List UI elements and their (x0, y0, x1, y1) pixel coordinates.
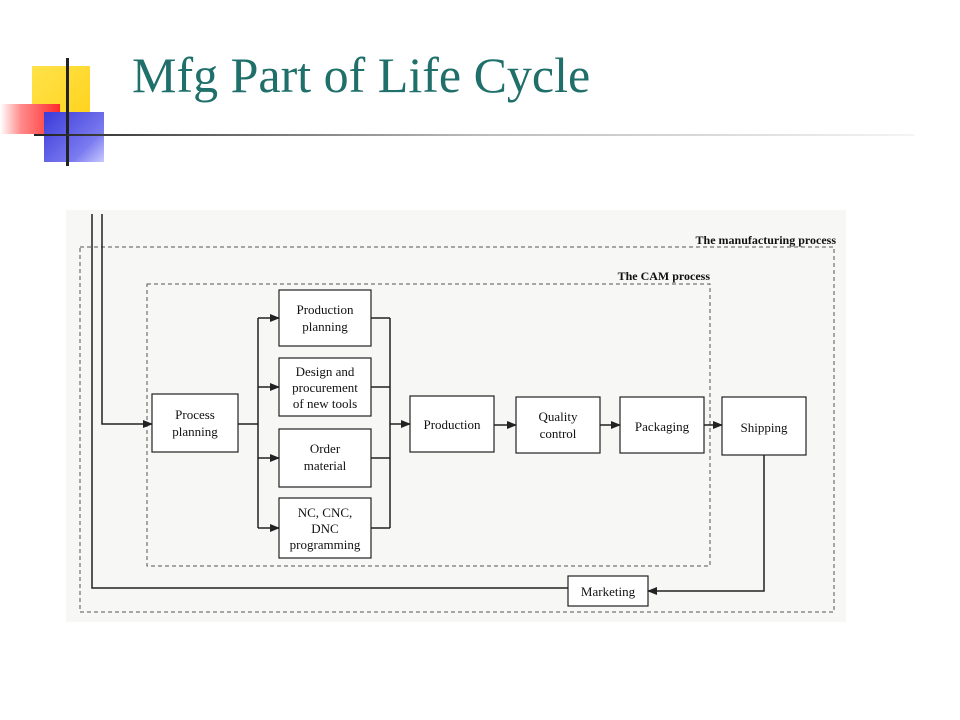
box-marketing: Marketing (567, 575, 649, 607)
manufacturing-process-label: The manufacturing process (696, 233, 837, 247)
box-nc-programming-line3: programming (290, 537, 361, 552)
box-quality-control: Quality control (515, 396, 601, 454)
box-production-label: Production (423, 417, 481, 432)
box-quality-control-line2: control (540, 426, 577, 441)
box-design-procurement-line3: of new tools (293, 396, 357, 411)
input-line-process-planning (101, 214, 153, 428)
box-packaging-label: Packaging (635, 419, 690, 434)
box-production-planning-line1: Production (296, 302, 354, 317)
box-process-planning-line2: planning (172, 424, 218, 439)
box-design-procurement-line1: Design and (296, 364, 355, 379)
box-process-planning: Process planning (151, 393, 239, 453)
box-quality-control-line1: Quality (539, 409, 578, 424)
box-nc-programming: NC, CNC, DNC programming (278, 497, 372, 559)
box-production: Production (409, 395, 495, 453)
decor-vertical-line (66, 58, 69, 166)
box-design-procurement-line2: procurement (292, 380, 358, 395)
box-shipping-label: Shipping (741, 420, 788, 435)
slide-title: Mfg Part of Life Cycle (132, 47, 591, 103)
box-order-material-line1: Order (310, 441, 341, 456)
box-order-material: Order material (278, 428, 372, 488)
arrow-shipping-to-marketing (647, 455, 765, 595)
box-nc-programming-line2: DNC (311, 521, 338, 536)
cam-process-label: The CAM process (618, 269, 711, 283)
title-underline (34, 134, 914, 136)
box-order-material-line2: material (304, 458, 347, 473)
box-design-procurement: Design and procurement of new tools (278, 357, 372, 417)
return-line-marketing (91, 214, 568, 589)
box-nc-programming-line1: NC, CNC, (298, 505, 353, 520)
connector-merge-lines (371, 317, 391, 529)
box-production-planning: Production planning (278, 289, 372, 347)
box-process-planning-line1: Process (175, 407, 215, 422)
box-packaging: Packaging (619, 396, 705, 454)
box-marketing-label: Marketing (581, 584, 636, 599)
box-production-planning-line2: planning (302, 319, 348, 334)
decor-blue-square (44, 112, 104, 162)
box-shipping: Shipping (721, 396, 807, 456)
